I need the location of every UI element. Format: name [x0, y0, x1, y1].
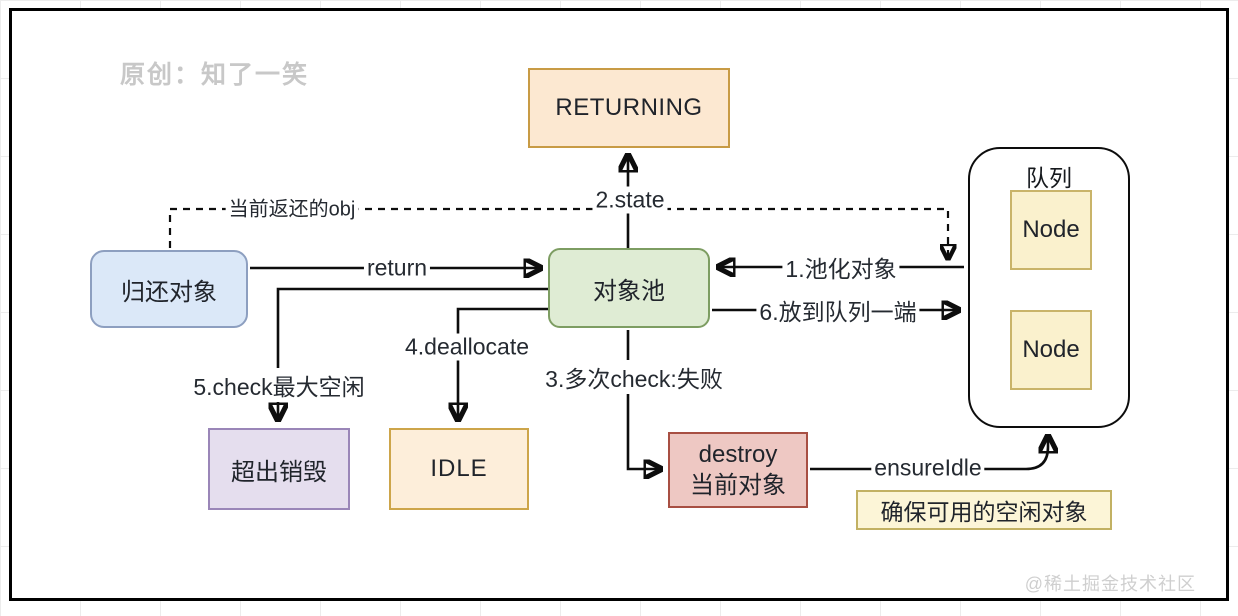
ensure-idle-note-box: 确保可用的空闲对象 [856, 490, 1112, 530]
edge-label-check-fail: 3.多次check:失败 [542, 360, 726, 394]
edge-label-state: 2.state [592, 186, 668, 214]
community-watermark: @稀土掘金技术社区 [1024, 574, 1196, 594]
edge-current-obj-dashed [168, 207, 948, 258]
destroy-label-line2: 当前对象 [690, 472, 786, 499]
edge-check-fail-arrow [626, 330, 660, 469]
ensure-idle-note-label: 确保可用的空闲对象 [880, 499, 1088, 525]
return-object-box: 归还对象 [90, 250, 248, 328]
edge-label-ensure-idle: ensureIdle [871, 454, 985, 482]
destroy-object-box: destroy 当前对象 [668, 432, 808, 508]
object-pool-box: 对象池 [548, 248, 710, 328]
edge-label-deallocate: 4.deallocate [401, 333, 533, 361]
queue-node-2-label: Node [1022, 336, 1080, 363]
returning-label: RETURNING [555, 94, 703, 121]
returning-state-box: RETURNING [528, 68, 730, 148]
edge-label-current-obj: 当前返还的obj [225, 192, 359, 222]
queue-node-2: Node [1010, 310, 1092, 390]
edge-label-return: return [363, 254, 431, 282]
queue-container: 队列 Node Node [968, 147, 1130, 428]
queue-title: 队列 [1026, 165, 1072, 191]
edge-ensure-idle-arrow [810, 437, 1048, 471]
edge-deallocate-arrow [458, 307, 548, 419]
idle-label: IDLE [430, 455, 488, 482]
edge-label-enqueue: 6.放到队列一端 [756, 293, 920, 327]
idle-state-box: IDLE [389, 428, 529, 510]
exceed-destroy-box: 超出销毁 [208, 428, 350, 510]
queue-node-1: Node [1010, 190, 1092, 270]
exceed-destroy-label: 超出销毁 [231, 458, 327, 486]
object-pool-label: 对象池 [593, 277, 665, 305]
destroy-label-line1: destroy [698, 440, 778, 468]
edge-label-check-max-idle: 5.check最大空闲 [190, 368, 368, 402]
edge-label-pooling: 1.池化对象 [782, 250, 900, 284]
queue-node-1-label: Node [1022, 216, 1080, 243]
return-object-label: 归还对象 [121, 278, 217, 306]
author-watermark: 原创：知了一笑 [120, 61, 310, 89]
